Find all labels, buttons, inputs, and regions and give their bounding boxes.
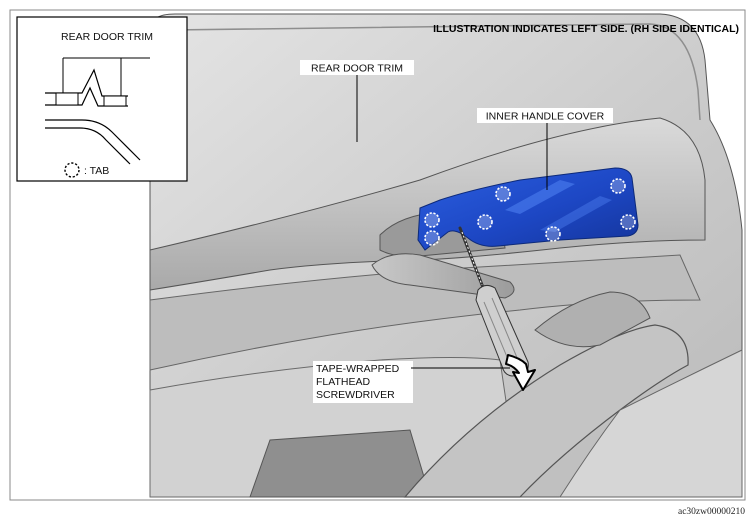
inset-clip-left — [55, 92, 79, 106]
tab-marker — [477, 214, 493, 230]
cover-highlight — [505, 180, 575, 214]
tab-marker — [610, 178, 626, 194]
tab-marker — [424, 212, 440, 228]
inner-handle-cover-label-bg — [477, 108, 613, 123]
trim-upper-edge — [169, 23, 701, 121]
tool-label-line2: FLATHEAD — [316, 376, 370, 388]
tab-marker — [424, 230, 440, 246]
pull-handle — [403, 324, 689, 498]
figure-code: ac30zw00000210 — [678, 507, 745, 517]
inset-detail: REAR DOOR TRIM : TAB — [16, 16, 188, 182]
tool-label-line3: SCREWDRIVER — [316, 389, 395, 401]
rear-door-trim-label: REAR DOOR TRIM — [311, 63, 403, 75]
screwdriver-handle-grip — [491, 297, 519, 361]
pocket-recess — [249, 429, 431, 498]
inset-title: REAR DOOR TRIM — [61, 31, 153, 43]
tab-marker — [620, 214, 636, 230]
inset-clip-right — [103, 95, 127, 107]
inner-handle-lever — [371, 253, 515, 299]
door-trim-illustration — [149, 13, 743, 498]
tab-marker — [495, 186, 511, 202]
rear-door-trim-label-bg — [300, 60, 414, 75]
pull-handle-right — [559, 349, 743, 498]
door-pocket — [149, 357, 521, 498]
cover-highlight — [540, 196, 612, 232]
screwdriver-shaft-wrap — [461, 231, 483, 286]
screwdriver-handle-grip — [483, 301, 511, 365]
inset-panel-profile — [45, 127, 131, 165]
pull-handle-top — [534, 291, 651, 348]
armrest-ledge — [149, 117, 706, 291]
screwdriver — [458, 226, 529, 377]
inset-leader — [62, 57, 150, 96]
inner-handle-cover-label: INNER HANDLE COVER — [486, 111, 605, 123]
tool-label-bg — [313, 361, 413, 403]
tool-label-line1: TAPE-WRAPPED — [316, 363, 400, 375]
tab-marker — [545, 226, 561, 242]
inset-panel-profile — [45, 119, 141, 161]
arrow-body — [505, 354, 536, 391]
header-note: ILLUSTRATION INDICATES LEFT SIDE. (RH SI… — [433, 23, 739, 35]
inset-tab-legend: : TAB — [84, 165, 109, 177]
tab-markers — [424, 178, 636, 246]
inset-tab-legend-icon — [64, 162, 80, 178]
inset-frame — [16, 16, 188, 182]
pry-direction-arrow — [505, 354, 536, 391]
